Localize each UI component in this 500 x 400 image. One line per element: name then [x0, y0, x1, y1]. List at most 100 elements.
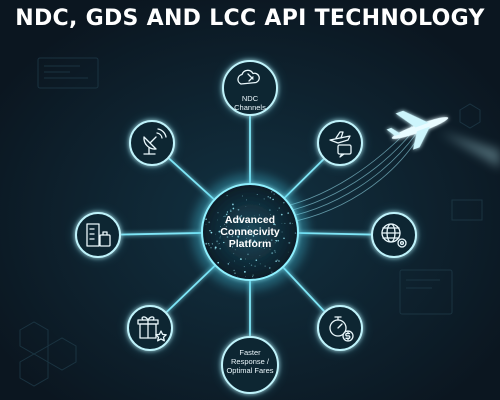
hub-particle: [239, 231, 240, 233]
hub-particle: [252, 274, 254, 276]
hub-particle: [253, 215, 255, 216]
stopwatch-dollar-icon: [329, 316, 354, 342]
hub-particle: [256, 193, 258, 195]
airplane-graphic: [386, 110, 449, 150]
hub-particle: [233, 269, 235, 272]
hub-particle: [210, 231, 213, 234]
hub-particle: [258, 214, 260, 216]
connector-lines: [119, 115, 373, 337]
hub-particle: [224, 223, 226, 225]
hub-particle: [284, 222, 286, 224]
hub-particle: [219, 247, 221, 250]
hub-particle: [271, 271, 273, 273]
hub-particle: [274, 242, 276, 244]
hub-particle: [237, 208, 240, 211]
hub-particle: [272, 198, 274, 201]
hub-particle: [254, 265, 256, 267]
hub-particle: [245, 199, 247, 201]
hub-particle: [248, 263, 250, 265]
hub-particle: [247, 228, 249, 230]
hub-particle: [217, 212, 219, 214]
hub-particle: [254, 239, 255, 241]
hub-particle: [259, 263, 261, 265]
node-circle-bottom-left: [127, 305, 173, 351]
hub-particle: [250, 233, 253, 236]
hub-particle: [241, 195, 243, 197]
hub-particle: [227, 213, 229, 215]
hub-particle: [209, 229, 211, 232]
hub-particle: [245, 276, 246, 278]
node-circle-bottom-right: [317, 305, 363, 351]
hub-particle: [244, 258, 247, 260]
hub-particle: [220, 226, 221, 228]
hub-particle: [208, 221, 211, 224]
hub-particle: [237, 218, 240, 220]
node-circle-right: [371, 212, 417, 258]
hub-particle: [211, 243, 213, 245]
hub-particle: [214, 246, 217, 249]
hub-particle: [236, 275, 238, 277]
hub-particle: [247, 253, 249, 256]
hub-particle: [233, 253, 235, 255]
hub-particle: [283, 202, 285, 204]
hub-particle: [263, 198, 265, 200]
hub-particle: [275, 240, 277, 242]
hub-particle: [245, 205, 247, 207]
hub-particle: [225, 213, 228, 216]
hub-particle: [226, 236, 229, 238]
hub-particle: [231, 235, 233, 237]
node-circle-left: [75, 212, 121, 258]
hub-particle: [239, 258, 242, 261]
hub-particle: [223, 215, 225, 217]
light-beam: [440, 132, 500, 168]
hub-particle: [255, 259, 258, 261]
hub-particle: [252, 276, 254, 278]
hub-particle: [214, 247, 217, 250]
hub-particle: [239, 221, 240, 223]
hub-particle: [287, 212, 290, 214]
hub-particle: [266, 239, 268, 241]
hub-sphere: [192, 174, 308, 290]
hub-particle: [240, 215, 243, 217]
hub-particle: [242, 220, 244, 223]
hub-particle: [205, 218, 207, 220]
satellite-dish-icon: [143, 128, 167, 155]
hub-particle: [226, 211, 229, 213]
hub-particle: [217, 243, 219, 245]
hub-particle: [281, 231, 283, 233]
hub-particle: [273, 223, 276, 226]
spoke-bottom-left: [165, 264, 216, 314]
spoke-left: [119, 232, 203, 236]
page-title: NDC, GDS AND LCC API TECHNOLOGY: [15, 6, 485, 31]
hub-particle: [288, 241, 291, 244]
node-circle-top: [222, 60, 278, 116]
hub-particle: [237, 235, 240, 238]
hub-particle: [239, 240, 241, 243]
hub-particle: [264, 240, 266, 242]
hub-particle: [264, 265, 266, 267]
hub-particle: [208, 244, 210, 246]
node-circle-top-left: [129, 120, 175, 166]
hub-particle: [283, 237, 285, 240]
hub-particle: [275, 260, 277, 262]
hub-particle: [270, 190, 273, 193]
hub-particle: [274, 234, 277, 236]
hub-particle: [229, 209, 232, 212]
hub-particle: [205, 242, 208, 245]
hub-particle: [239, 216, 241, 218]
hub-particle: [229, 261, 230, 263]
hub-particle: [267, 196, 269, 198]
hub-particle: [224, 215, 226, 217]
hub-particle: [215, 233, 216, 235]
hub-particle: [220, 235, 222, 237]
hub-particle: [225, 221, 228, 224]
hub-particle: [263, 247, 265, 250]
hub-particle: [242, 229, 244, 231]
hub-particle: [292, 222, 294, 224]
hub-particle: [270, 214, 272, 216]
node-label-faster-response: Faster Response / Optimal Fares: [226, 348, 274, 375]
hub-particle: [269, 267, 271, 269]
hub-particle: [230, 246, 231, 247]
hub-particle: [205, 223, 207, 225]
